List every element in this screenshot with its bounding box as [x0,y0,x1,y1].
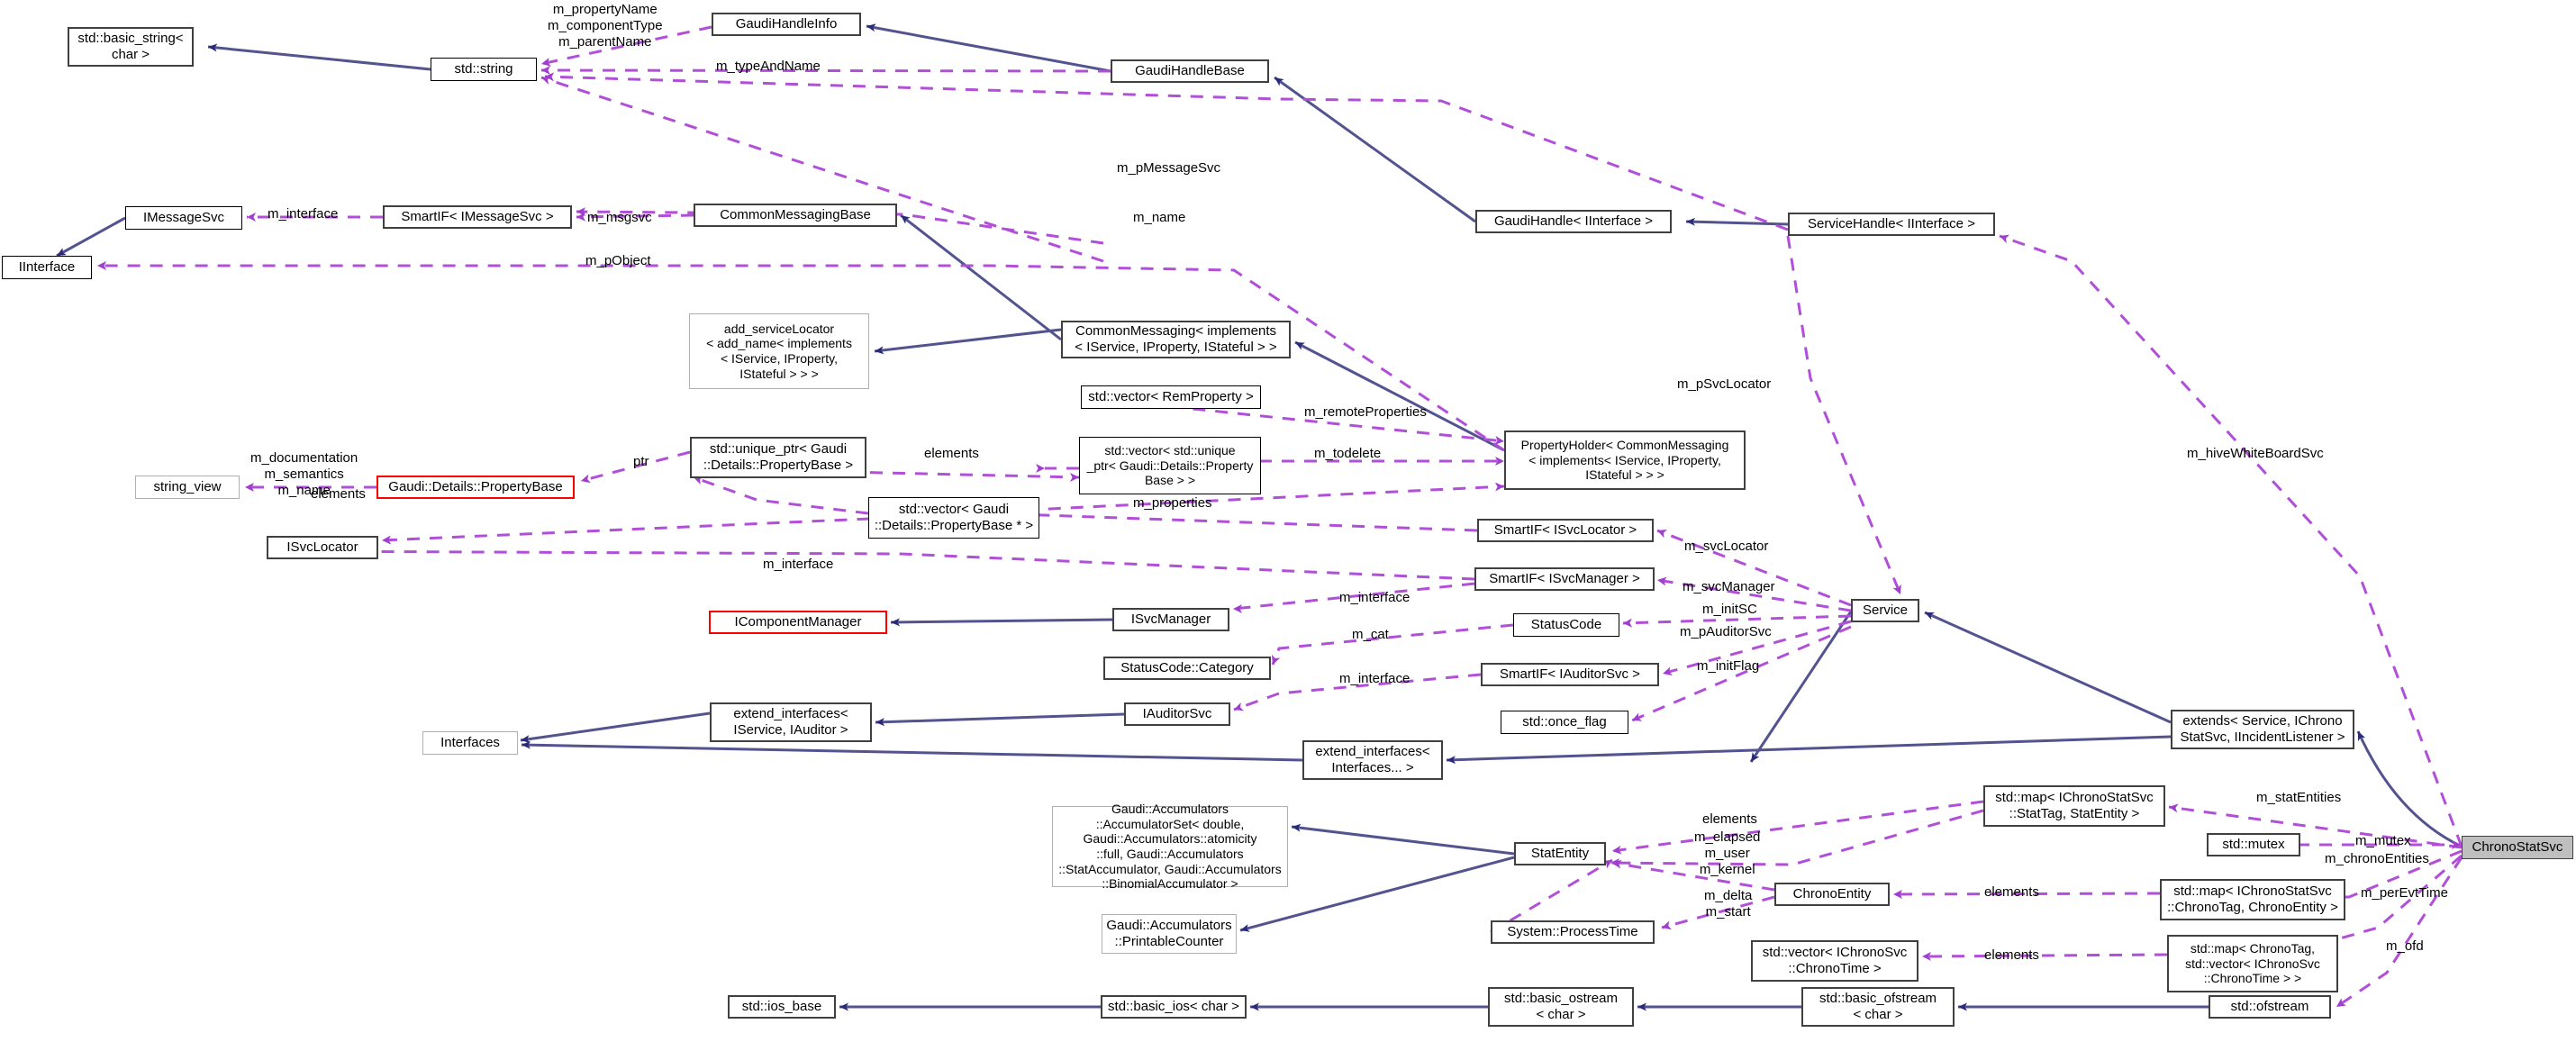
edge-label-lbl_pObject: m_pObject [585,253,651,268]
class-node-map_ChronoTag_ChronoEntity[interactable]: std::map< IChronoStatSvc ::ChronoTag, Ch… [2160,879,2345,920]
class-node-CommonMessagingBase[interactable]: CommonMessagingBase [694,204,897,227]
usage-edges [97,25,2463,1009]
class-node-vector_ChronoTime[interactable]: std::vector< IChronoSvc ::ChronoTime > [1751,940,1918,982]
edge-label-lbl_interface4: m_interface [1339,671,1410,686]
class-node-vector_unique_ptr_PropertyBase[interactable]: std::vector< std::unique _ptr< Gaudi::De… [1079,437,1261,494]
edge-label-lbl_properties: m_properties [1133,495,1212,511]
class-node-SmartIF_ISvcManager[interactable]: SmartIF< ISvcManager > [1474,567,1655,591]
edge-label-lbl_name: m_name [1133,210,1186,225]
edge-label-lbl_ofd: m_ofd [2386,938,2424,954]
edge-label-lbl_interface3: m_interface [1339,590,1410,605]
class-node-Accumulators_set[interactable]: Gaudi::Accumulators ::AccumulatorSet< do… [1052,802,1288,891]
class-node-string_view[interactable]: string_view [135,476,240,499]
edge-label-lbl_initFlag: m_initFlag [1697,658,1760,674]
edge-label-lbl_propertyName: m_propertyName m_componentType m_parentN… [548,2,663,50]
class-node-PrintableCounter[interactable]: Gaudi::Accumulators ::PrintableCounter [1102,914,1237,954]
edge-label-lbl_pMessageSvc: m_pMessageSvc [1117,160,1221,176]
class-node-once_flag[interactable]: std::once_flag [1501,711,1628,734]
edge-label-lbl_statEntities: m_statEntities [2256,790,2342,805]
edge-label-lbl_pSvcLocator: m_pSvcLocator [1677,376,1772,392]
class-node-vector_RemProperty[interactable]: std::vector< RemProperty > [1081,385,1261,409]
class-node-ISvcManager[interactable]: ISvcManager [1112,608,1229,631]
class-node-std_string[interactable]: std::string [431,58,537,81]
edge-label-lbl_documentation: m_documentation m_semantics m_name [250,450,358,498]
class-node-basic_string[interactable]: std::basic_string< char > [68,27,194,67]
class-node-unique_ptr_PropertyBase[interactable]: std::unique_ptr< Gaudi ::Details::Proper… [690,437,866,478]
edge-label-lbl_perEvtTime: m_perEvtTime [2361,885,2448,901]
edge-label-lbl_hiveWhiteBoardSvc: m_hiveWhiteBoardSvc [2187,446,2324,461]
edge-label-lbl_chronoEntities: m_chronoEntities [2325,851,2429,866]
class-node-GaudiHandleInfo[interactable]: GaudiHandleInfo [712,13,861,36]
inheritance-edges [56,23,2463,1011]
edge-label-lbl_initSC: m_initSC [1702,602,1757,617]
class-node-Interfaces[interactable]: Interfaces [422,731,518,755]
class-node-std_mutex[interactable]: std::mutex [2207,833,2300,856]
class-node-SmartIF_IAuditorSvc[interactable]: SmartIF< IAuditorSvc > [1481,663,1659,686]
class-node-SmartIF_IMessageSvc[interactable]: SmartIF< IMessageSvc > [383,205,572,229]
class-node-extend_if_IService_IAuditor[interactable]: extend_interfaces< IService, IAuditor > [710,702,872,742]
edge-label-lbl_elements4: elements [1984,884,2039,900]
edge-label-lbl_elements3: elements [1702,811,1757,827]
edge-label-lbl_svcLocator: m_svcLocator [1684,539,1769,554]
edge-label-lbl_remoteProperties: m_remoteProperties [1304,404,1427,420]
class-node-GaudiHandleBase[interactable]: GaudiHandleBase [1111,59,1269,83]
class-node-CommonMessaging_impl[interactable]: CommonMessaging< implements < IService, … [1061,321,1291,358]
class-node-StatusCode_Category[interactable]: StatusCode::Category [1103,657,1271,680]
edge-label-lbl_delta: m_delta m_start [1704,888,1753,920]
class-node-IInterface[interactable]: IInterface [2,256,92,279]
class-node-Service[interactable]: Service [1851,599,1919,622]
class-node-extend_if_Interfaces[interactable]: extend_interfaces< Interfaces... > [1302,740,1443,780]
class-node-StatEntity[interactable]: StatEntity [1514,842,1606,865]
class-node-PropertyBase[interactable]: Gaudi::Details::PropertyBase [376,476,575,499]
class-node-ISvcLocator[interactable]: ISvcLocator [267,536,378,559]
class-node-IComponentManager[interactable]: IComponentManager [709,611,887,634]
class-node-ProcessTime[interactable]: System::ProcessTime [1491,920,1655,944]
class-node-SmartIF_ISvcLocator[interactable]: SmartIF< ISvcLocator > [1477,519,1654,542]
class-node-StatusCode[interactable]: StatusCode [1513,613,1619,637]
class-node-map_StatTag_StatEntity[interactable]: std::map< IChronoStatSvc ::StatTag, Stat… [1983,785,2165,827]
class-node-map_ChronoTag_vector[interactable]: std::map< ChronoTag, std::vector< IChron… [2167,935,2338,992]
class-node-IAuditorSvc[interactable]: IAuditorSvc [1124,702,1230,726]
class-node-basic_ofstream_char[interactable]: std::basic_ofstream < char > [1801,987,1955,1027]
class-node-add_serviceLocator[interactable]: add_serviceLocator < add_name< implement… [689,313,869,389]
edge-label-lbl_elements2: elements [311,486,366,502]
edge-label-lbl_typeAndName: m_typeAndName [716,59,821,74]
class-node-ChronoStatSvc[interactable]: ChronoStatSvc [2462,836,2573,859]
class-node-ChronoEntity[interactable]: ChronoEntity [1774,883,1890,906]
edge-label-lbl_pAuditorSvc: m_pAuditorSvc [1680,624,1772,639]
edge-label-lbl_mutex: m_mutex [2355,833,2411,848]
class-node-basic_ostream_char[interactable]: std::basic_ostream < char > [1488,987,1634,1027]
edge-label-lbl_ptr: ptr [633,454,649,469]
edge-label-lbl_elapsed: m_elapsed m_user m_kernel [1694,829,1761,877]
edge-label-lbl_elements1: elements [924,446,979,461]
edge-label-lbl_msgsvc: m_msgsvc [587,210,652,225]
edge-label-lbl_interface1: m_interface [268,206,339,222]
class-node-IMessageSvc[interactable]: IMessageSvc [125,206,242,230]
edge-label-lbl_cat: m_cat [1352,627,1389,642]
class-node-ofstream[interactable]: std::ofstream [2209,995,2331,1019]
edge-label-lbl_todelete: m_todelete [1314,446,1382,461]
edge-label-lbl_svcManager: m_svcManager [1683,579,1775,594]
class-node-basic_ios_char[interactable]: std::basic_ios< char > [1101,995,1247,1019]
class-node-ios_base[interactable]: std::ios_base [728,995,836,1019]
class-node-ServiceHandle_IInterface[interactable]: ServiceHandle< IInterface > [1788,213,1995,236]
edge-label-lbl_interface2: m_interface [763,557,834,572]
class-node-vector_PropertyBase_ptr[interactable]: std::vector< Gaudi ::Details::PropertyBa… [868,497,1039,539]
edge-label-lbl_elements5: elements [1984,947,2039,963]
class-node-PropertyHolder[interactable]: PropertyHolder< CommonMessaging < implem… [1504,430,1746,490]
class-node-extends_Service[interactable]: extends< Service, IChrono StatSvc, IInci… [2171,710,2354,749]
class-node-GaudiHandle_IInterface[interactable]: GaudiHandle< IInterface > [1475,210,1672,233]
